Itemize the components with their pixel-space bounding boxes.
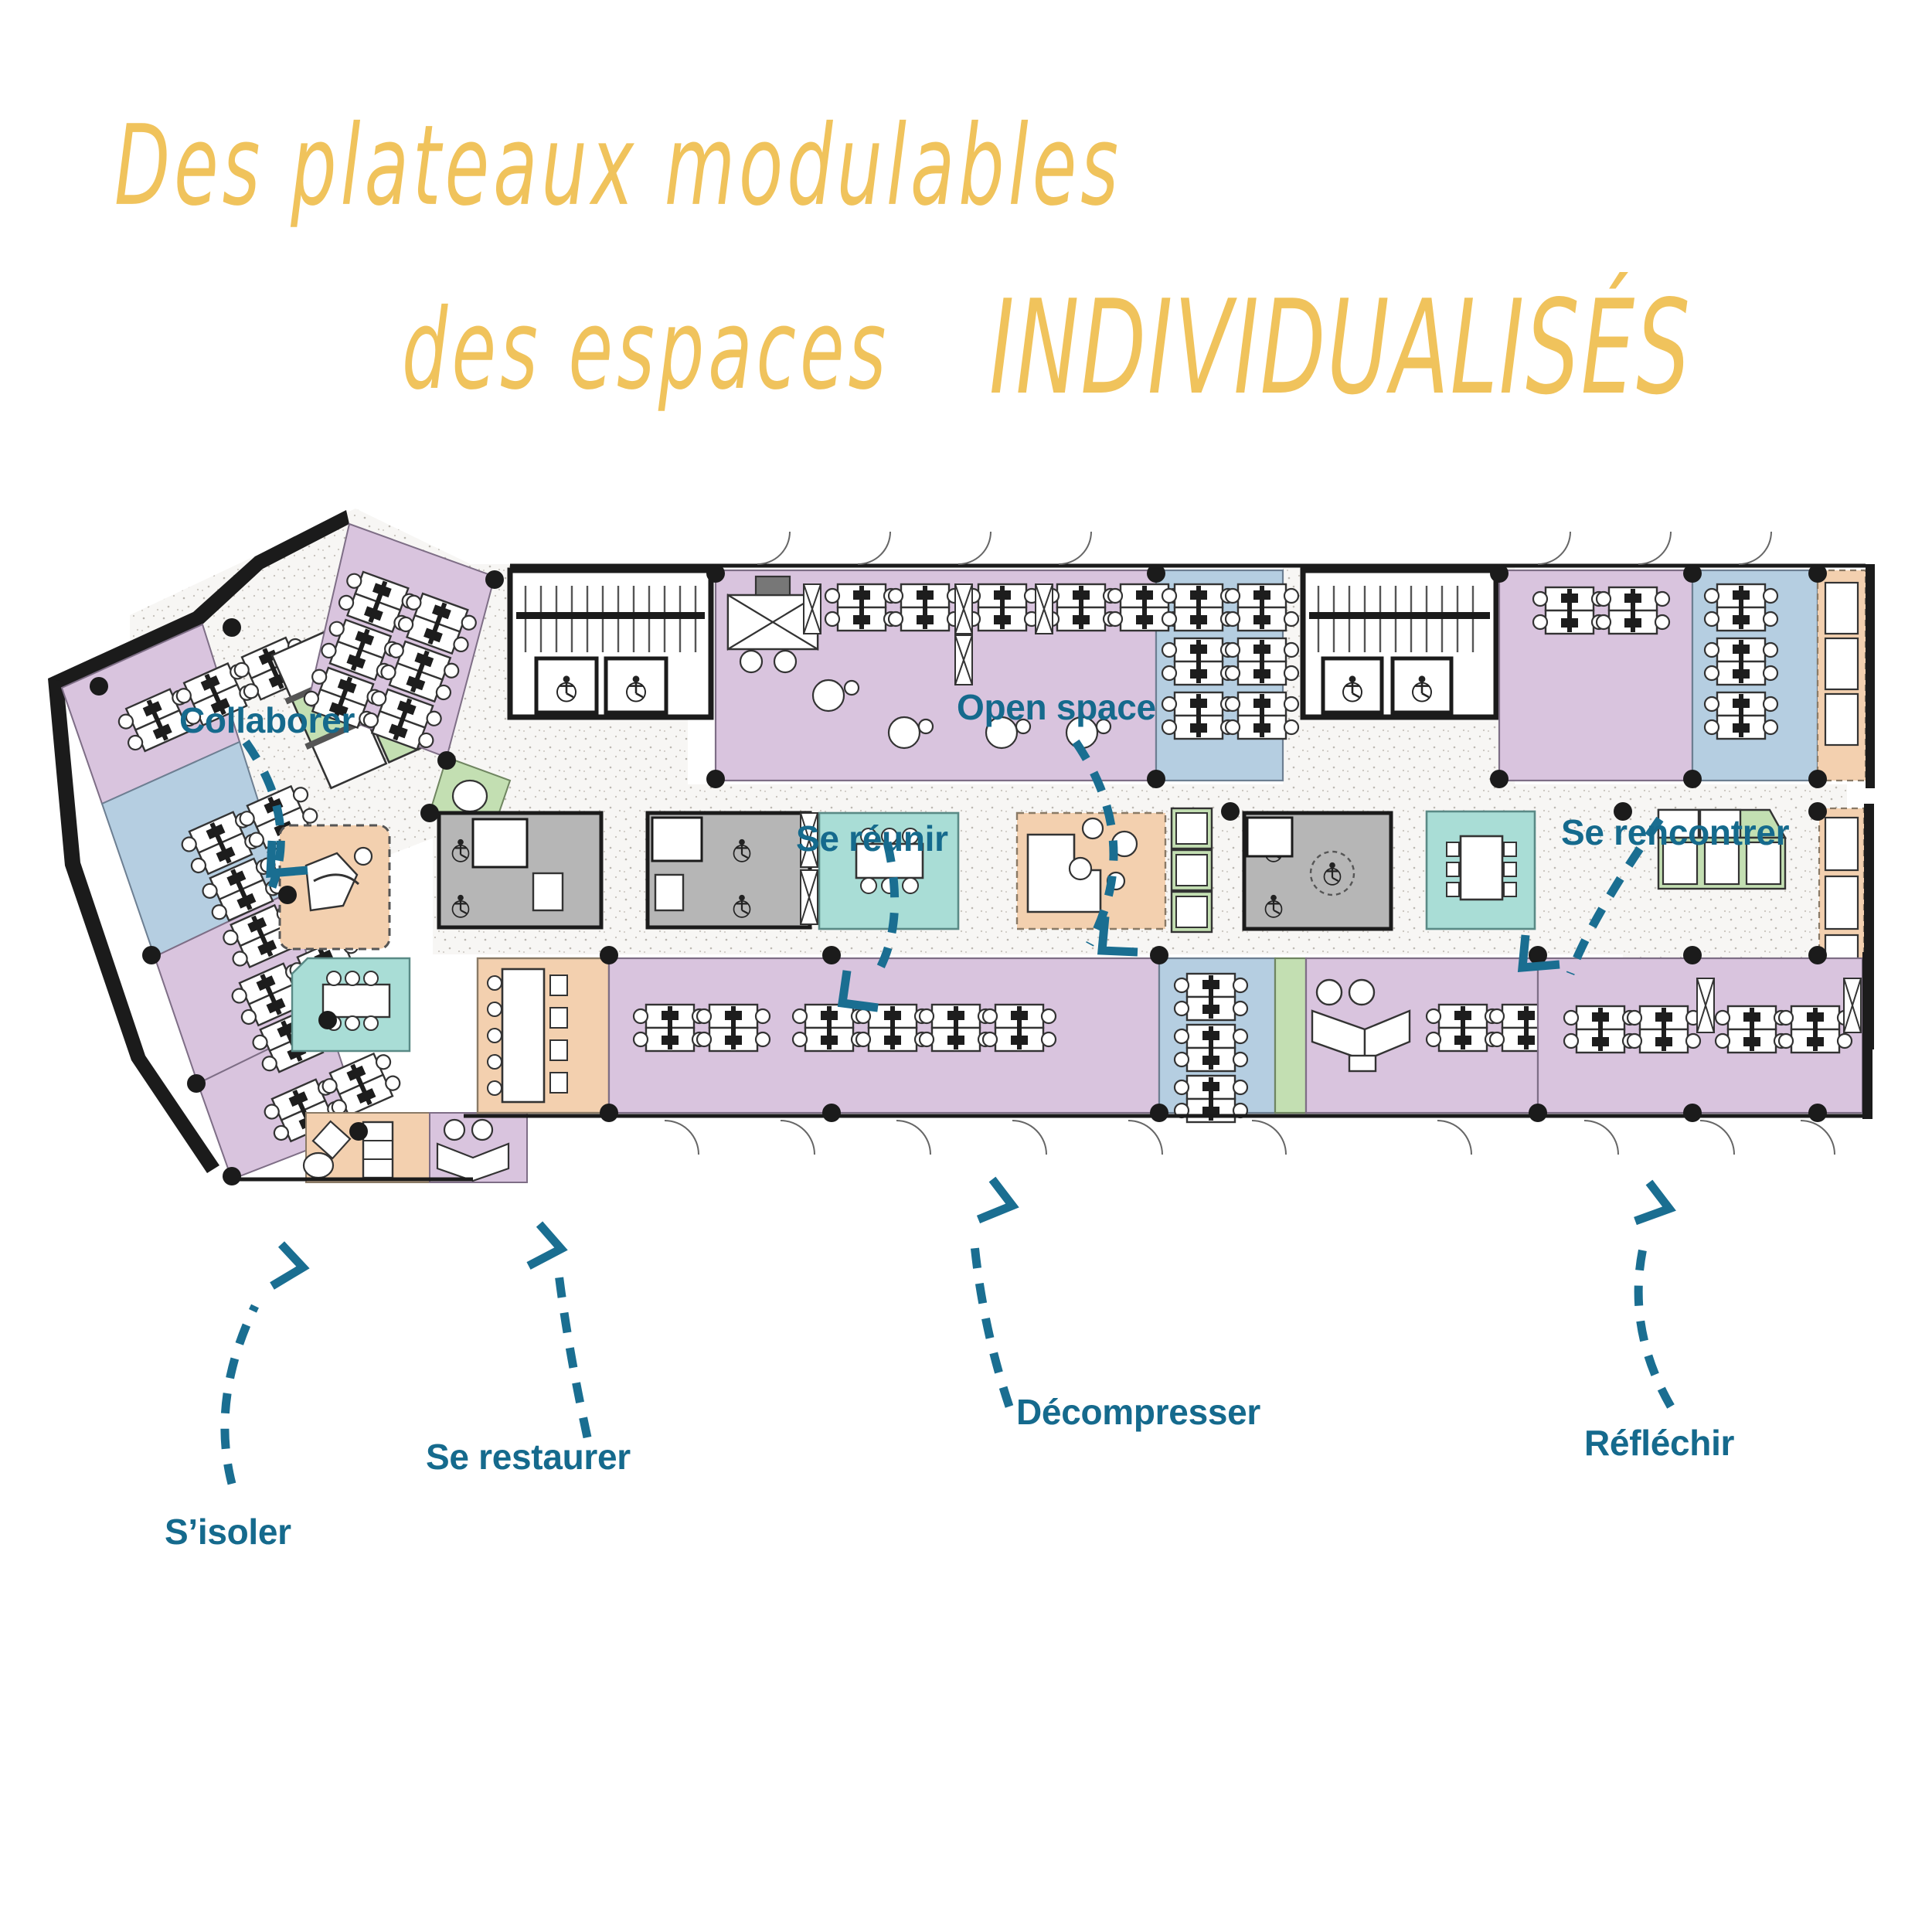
exterior-wall-southwest (48, 679, 219, 1173)
floor-plan-drawing (48, 509, 1875, 1185)
structural-columns (90, 564, 1827, 1185)
callout-collaborer: Collaborer (179, 700, 355, 740)
bench-seating-east (1657, 808, 1787, 890)
exterior-wall-east-north (1866, 564, 1875, 788)
title-line-2-lowercase: des espaces (402, 284, 890, 415)
title-block: Des plateaux modulables des espaces INDI… (0, 0, 1932, 423)
callout-open-space: Open space (957, 687, 1156, 727)
west-wing (48, 510, 528, 1183)
callout-se-restaurer: Se restaurer (426, 1437, 631, 1477)
callout-reflechir: Réfléchir (1584, 1423, 1735, 1463)
media-furniture (1311, 978, 1411, 1073)
callout-se-rencontrer: Se rencontrer (1561, 812, 1790, 852)
callout-decompresser: Décompresser (1016, 1392, 1261, 1432)
title-line-2-uppercase: INDIVIDUALISÉS (989, 272, 1692, 423)
north-bar (507, 563, 1875, 788)
meeting-table-north (726, 575, 819, 674)
exterior-wall-east-south (1862, 952, 1872, 1119)
floor-plan-figure (0, 433, 1932, 1607)
zone-phonebooth-green (1170, 807, 1213, 934)
title-line-1: Des plateaux modulables (114, 100, 1122, 231)
exterior-wall-west (48, 510, 349, 688)
south-bar (232, 531, 1872, 1182)
callout-s-isoler: S’isoler (165, 1512, 291, 1552)
callout-se-reunir: Se réunir (796, 818, 948, 859)
zone-green-strip-south (1274, 957, 1308, 1114)
